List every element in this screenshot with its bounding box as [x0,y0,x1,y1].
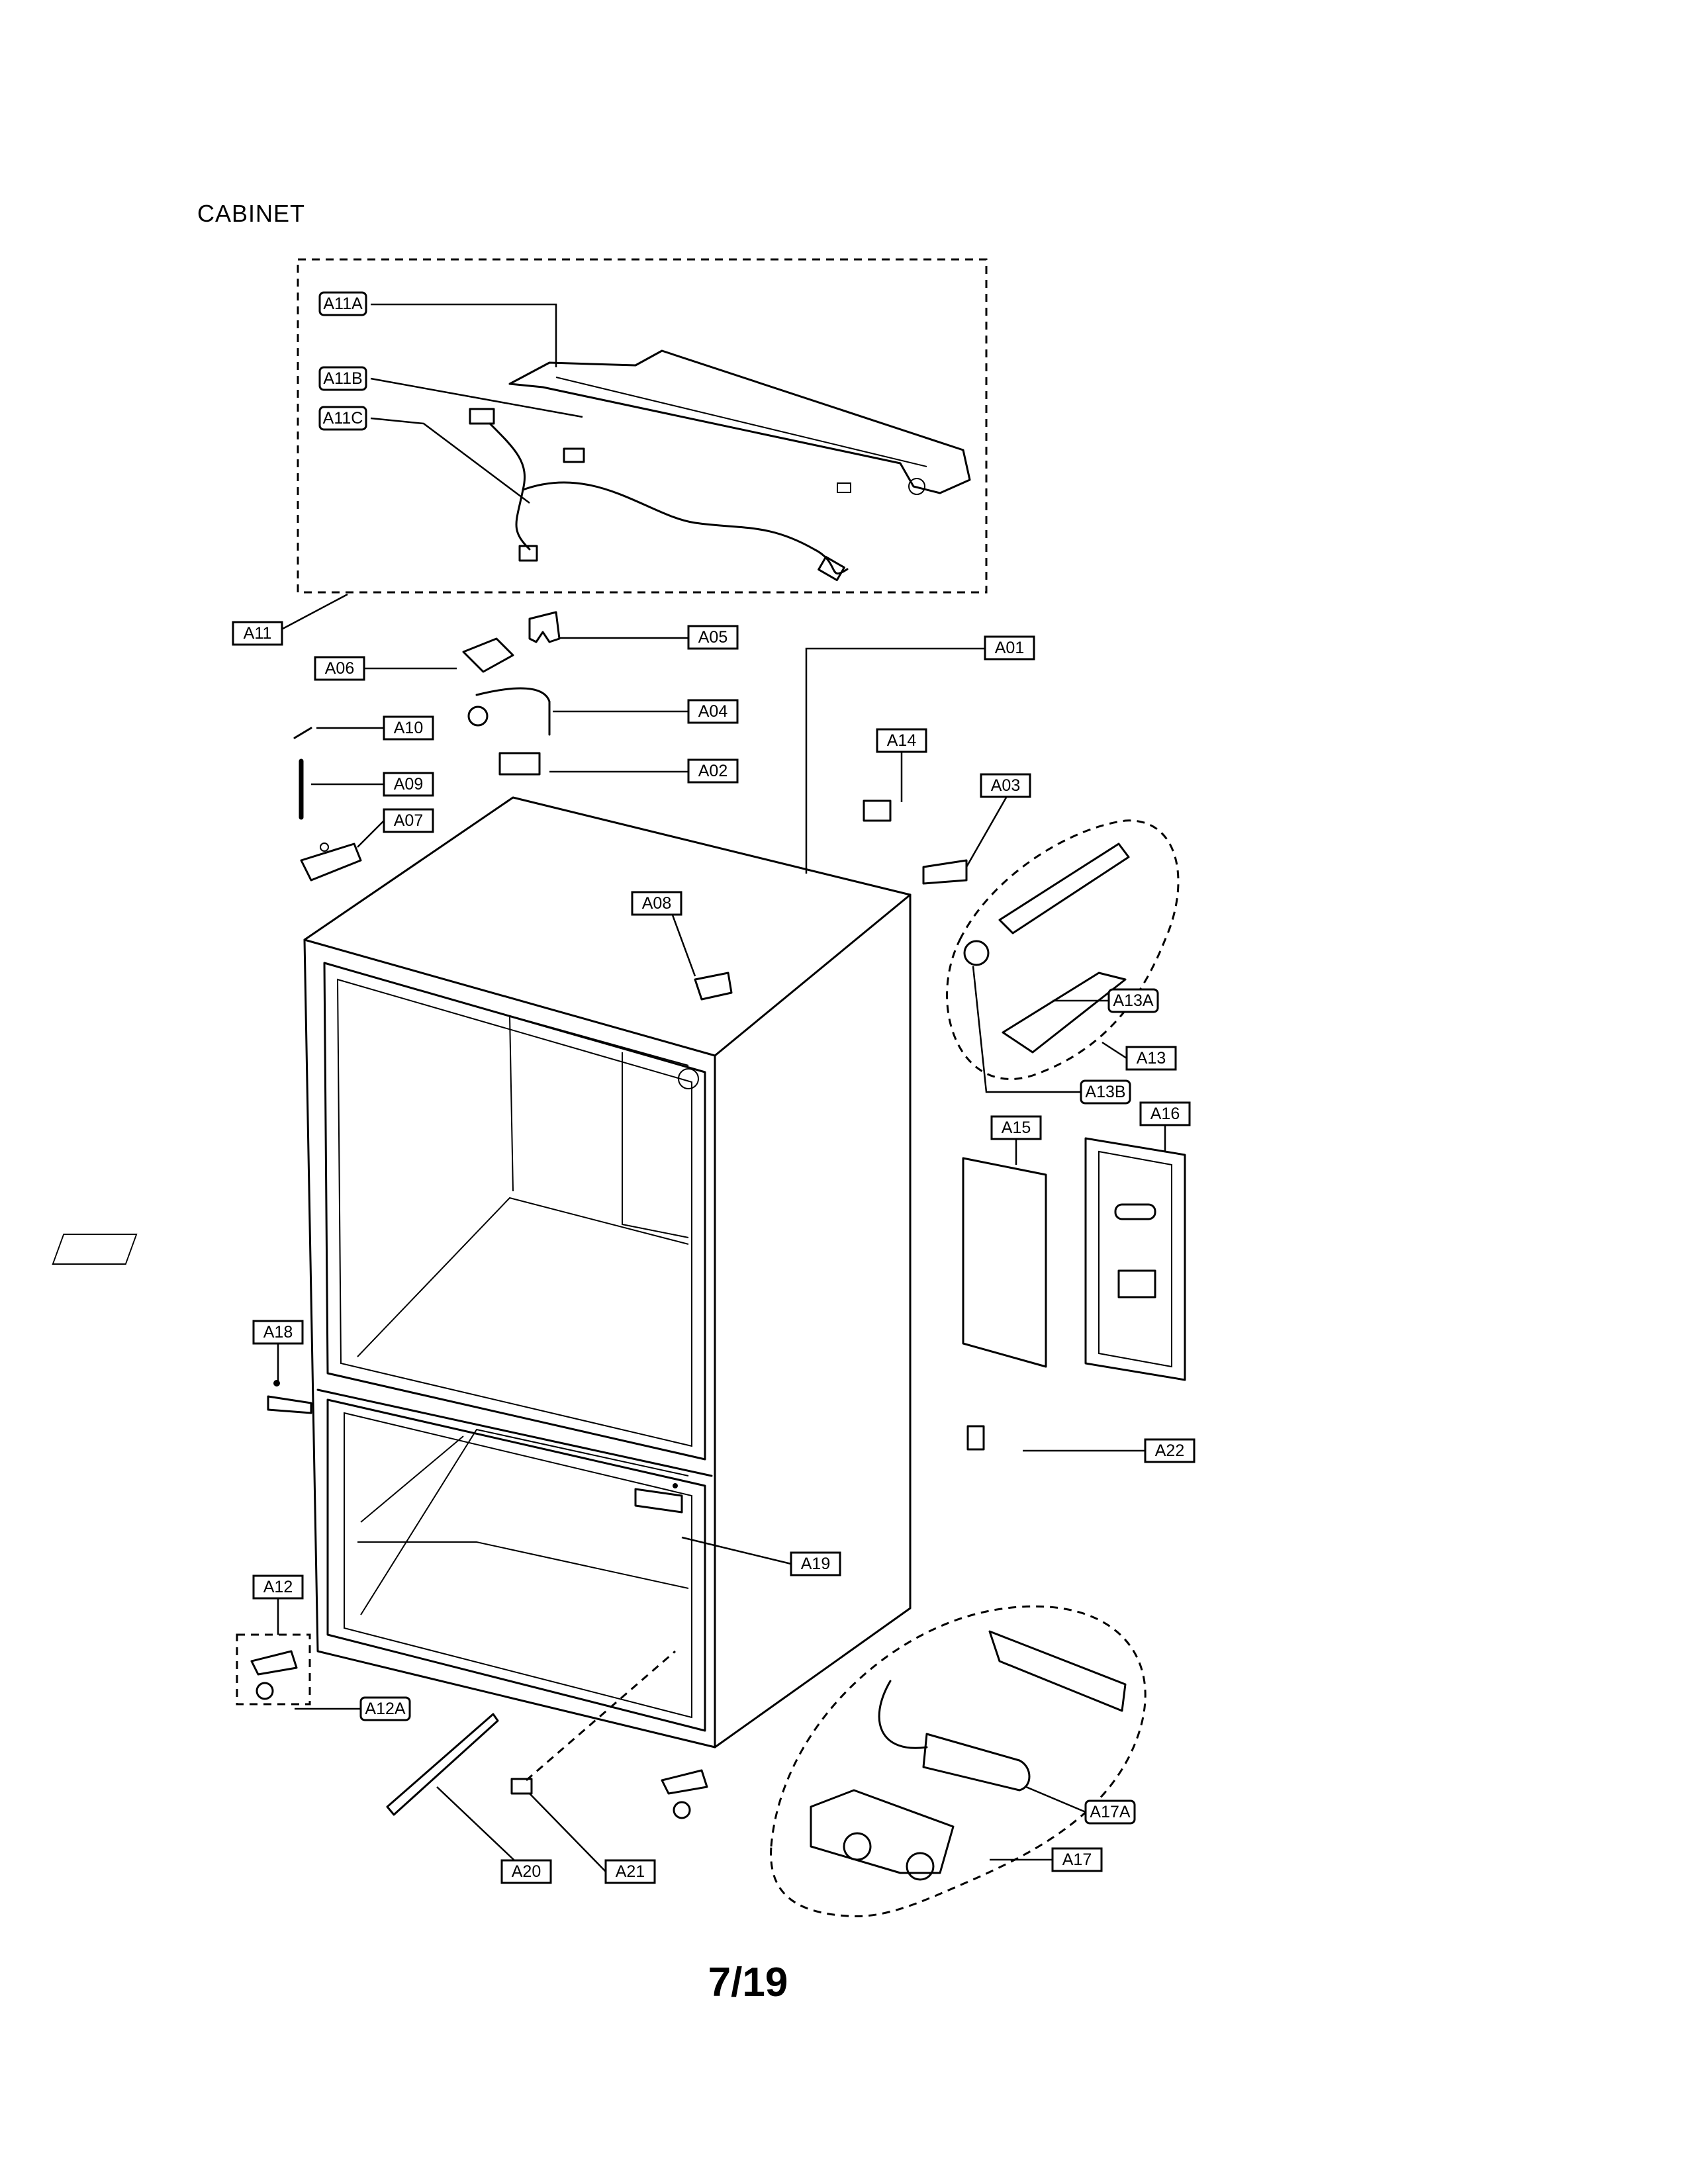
a11c-wire-harness-part [469,408,849,582]
svg-text:A05: A05 [698,628,727,647]
svg-text:A12A: A12A [365,1700,405,1718]
callout-a05: A05 [687,625,739,650]
svg-text:A13B: A13B [1085,1083,1125,1101]
svg-text:A20: A20 [512,1862,541,1881]
a02-part [498,752,541,776]
callout-a08: A08 [631,891,682,916]
svg-text:A13: A13 [1137,1049,1166,1068]
callout-a21: A21 [604,1859,656,1884]
svg-text:A12: A12 [263,1578,293,1596]
callout-a06: A06 [314,656,365,681]
callout-a22: A22 [1144,1438,1196,1463]
a20-part [386,1713,499,1816]
callout-a13: A13 [1125,1046,1177,1071]
callout-a03: A03 [980,773,1031,798]
a13-part [963,842,1130,1054]
callout-a07: A07 [383,808,434,833]
svg-text:A19: A19 [801,1555,830,1573]
callout-a11: A11 [232,621,283,646]
svg-text:A18: A18 [263,1323,293,1342]
svg-text:A10: A10 [394,719,423,737]
svg-text:A07: A07 [394,811,423,830]
callout-a18: A18 [252,1320,304,1345]
a19-part [634,1488,683,1514]
a03-part [922,859,968,885]
svg-text:A11A: A11A [323,295,363,313]
page-number: 7/19 [708,1960,788,2005]
callout-a13a: A13A [1107,988,1159,1013]
callout-a11a: A11A [318,291,367,316]
callout-a15: A15 [990,1115,1042,1140]
svg-text:A22: A22 [1155,1441,1184,1460]
callout-a12: A12 [252,1574,304,1600]
bottom-hinge-part [661,1769,708,1819]
callout-a09: A09 [383,772,434,797]
callout-a10: A10 [383,715,434,741]
a12-hinge-part [250,1650,298,1700]
a17-assembly-boundary [770,1605,1147,1918]
a18-part [267,1380,312,1414]
callout-a11c: A11C [318,406,367,431]
callout-a20: A20 [500,1859,552,1884]
callout-a01: A01 [984,635,1035,660]
callout-a17: A17 [1051,1847,1103,1872]
svg-text:A14: A14 [887,731,917,750]
a05-part [528,611,561,643]
svg-text:A17A: A17A [1090,1803,1130,1821]
callout-a16: A16 [1139,1101,1191,1126]
svg-text:A11C: A11C [323,409,363,428]
a11a-bracket-part [508,349,971,495]
a17-part [810,1630,1127,1881]
a13-assembly-boundary [946,819,1180,1080]
a21-dashed-guide [526,1650,676,1782]
a11-assembly-boundary [297,258,988,594]
a04-part [467,687,551,736]
svg-text:A01: A01 [995,639,1024,657]
svg-text:A03: A03 [991,776,1020,795]
a22-part [966,1425,985,1451]
callout-a19: A19 [790,1551,841,1576]
svg-text:A15: A15 [1002,1118,1031,1137]
callout-a17a: A17A [1084,1799,1136,1825]
svg-text:A16: A16 [1150,1105,1180,1123]
svg-text:A17: A17 [1062,1850,1092,1869]
a16-part [1084,1137,1186,1381]
svg-text:A04: A04 [698,702,728,721]
a17a-part [878,1680,1031,1792]
a10-part [293,727,312,739]
callout-a02: A02 [687,758,739,784]
callout-a12a: A12A [359,1696,411,1721]
svg-text:A11B: A11B [323,369,362,388]
a14-part [863,799,892,822]
a07-part [300,842,362,882]
callout-a13b: A13B [1080,1079,1131,1105]
svg-text:A13A: A13A [1113,991,1153,1010]
a21-part [510,1778,533,1795]
a06-part [462,637,514,673]
a15-part [962,1157,1047,1368]
section-title: CABINET [197,200,306,227]
leader-lines [272,303,1166,1872]
svg-text:A02: A02 [698,762,727,780]
callout-a04: A04 [687,699,739,724]
svg-text:A08: A08 [642,894,671,913]
svg-text:A11: A11 [244,624,272,643]
a08-part [694,972,733,1001]
a01-cabinet-body [52,796,912,1749]
svg-text:A06: A06 [325,659,354,678]
callout-a14: A14 [876,728,927,753]
svg-text:A21: A21 [616,1862,645,1881]
svg-text:A09: A09 [394,775,423,794]
callout-a11b: A11B [318,366,367,391]
a12-assembly-boundary [236,1633,311,1706]
